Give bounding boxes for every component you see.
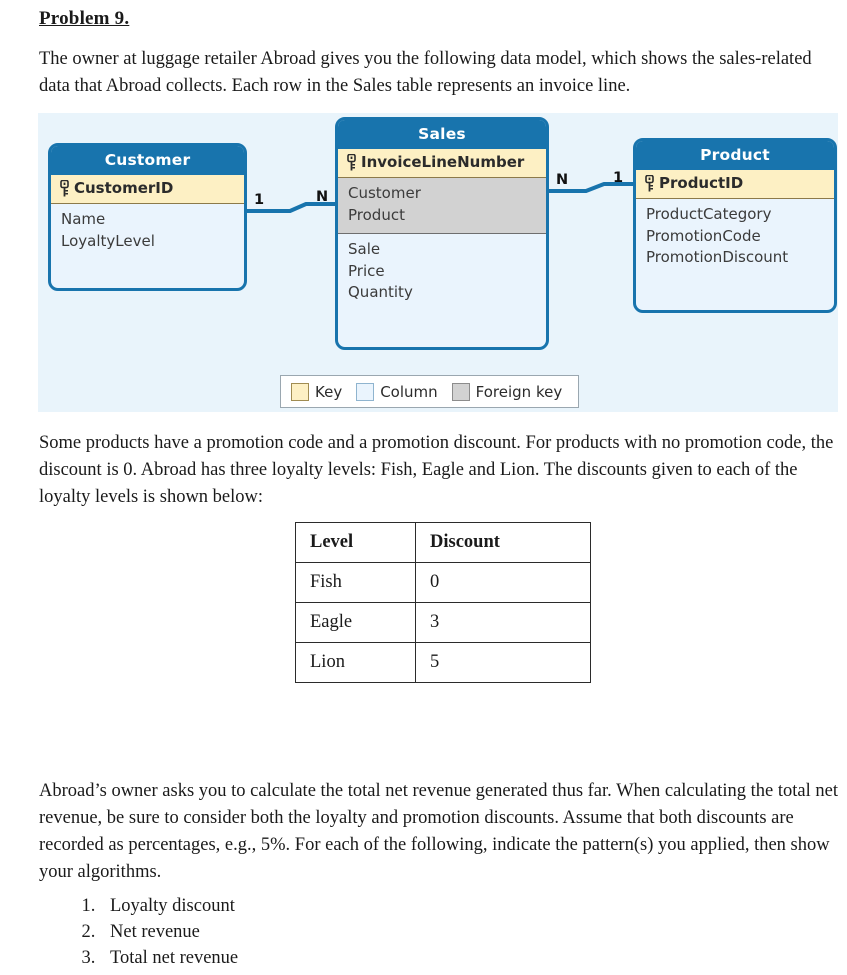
cell-discount: 5 [415,642,591,683]
column-name: PromotionDiscount [646,248,789,266]
cell-level: Fish [295,562,416,603]
key-icon [346,153,357,171]
column-header-level: Level [295,522,416,563]
key-icon [644,174,655,192]
table-row: Fish 0 [295,562,591,603]
task-list: Loyalty discount Net revenue Total net r… [65,893,238,971]
column-swatch-icon [356,382,375,401]
page-title: Problem 9. [39,8,130,29]
entity-product-title: Product [636,141,834,170]
entity-sales[interactable]: Sales InvoiceLineNumber Customer Product [335,117,549,350]
column-name: PromotionCode [646,226,761,245]
entity-customer-key-label: CustomerID [74,179,174,197]
legend-item-column: Column [356,382,443,401]
intro-paragraph: The owner at luggage retailer Abroad giv… [39,49,812,96]
entity-customer-title: Customer [51,146,244,175]
entity-sales-foreign-keys: Customer Product [338,178,546,234]
cell-level: Lion [295,642,416,683]
entity-sales-key-label: InvoiceLineNumber [361,153,525,171]
legend-label-key: Key [315,382,343,401]
legend-label-column: Column [380,382,438,401]
cardinality-sales-right-side: N [556,172,569,188]
entity-customer-columns: Name LoyaltyLevel [51,204,244,259]
foreign-key-name: Customer [348,184,421,202]
entity-product[interactable]: Product ProductID ProductCategory Promot… [633,138,837,313]
column-name: Quantity [348,283,413,301]
column-name: ProductCategory [646,205,772,223]
key-swatch-icon [291,382,309,401]
key-icon [59,179,70,197]
data-model-diagram: Customer CustomerID Name LoyaltyLevel [38,113,838,412]
cell-discount: 3 [415,602,591,643]
cell-level: Eagle [295,602,416,643]
column-header-discount: Discount [415,522,591,563]
cell-discount: 0 [415,562,591,603]
diagram-legend: Key Column Foreign key [280,375,580,408]
entity-sales-key-row: InvoiceLineNumber [338,149,546,178]
entity-product-columns: ProductCategory PromotionCode PromotionD… [636,199,834,276]
revenue-paragraph: Abroad’s owner asks you to calculate the… [39,781,838,882]
legend-item-key: Key [291,382,348,401]
entity-sales-title: Sales [338,120,546,149]
legend-item-foreign-key: Foreign key [451,382,569,401]
loyalty-discount-table: Level Discount Fish 0 Eagle 3 Lion 5 [295,522,591,683]
table-row: Lion 5 [295,642,591,683]
column-name: LoyaltyLevel [61,231,155,250]
table-row: Eagle 3 [295,602,591,643]
list-item: Total net revenue [100,945,238,971]
cardinality-sales-left-side: N [316,189,329,205]
column-name: Name [61,210,106,228]
legend-label-foreign-key: Foreign key [475,382,563,401]
cardinality-customer-side: 1 [254,192,265,208]
table-header-row: Level Discount [295,522,591,563]
entity-sales-columns: Sale Price Quantity [338,234,546,311]
column-name: Price [348,261,385,280]
list-item: Loyalty discount [100,893,238,919]
cardinality-product-side: 1 [613,170,624,186]
entity-product-key-row: ProductID [636,170,834,199]
list-item: Net revenue [100,919,238,945]
entity-customer-key-row: CustomerID [51,175,244,204]
entity-customer[interactable]: Customer CustomerID Name LoyaltyLevel [48,143,247,291]
promotion-paragraph: Some products have a promotion code and … [39,433,834,507]
column-name: Sale [348,240,381,258]
foreign-key-name: Product [348,205,405,224]
foreign-key-swatch-icon [451,382,470,401]
entity-product-key-label: ProductID [659,174,744,192]
